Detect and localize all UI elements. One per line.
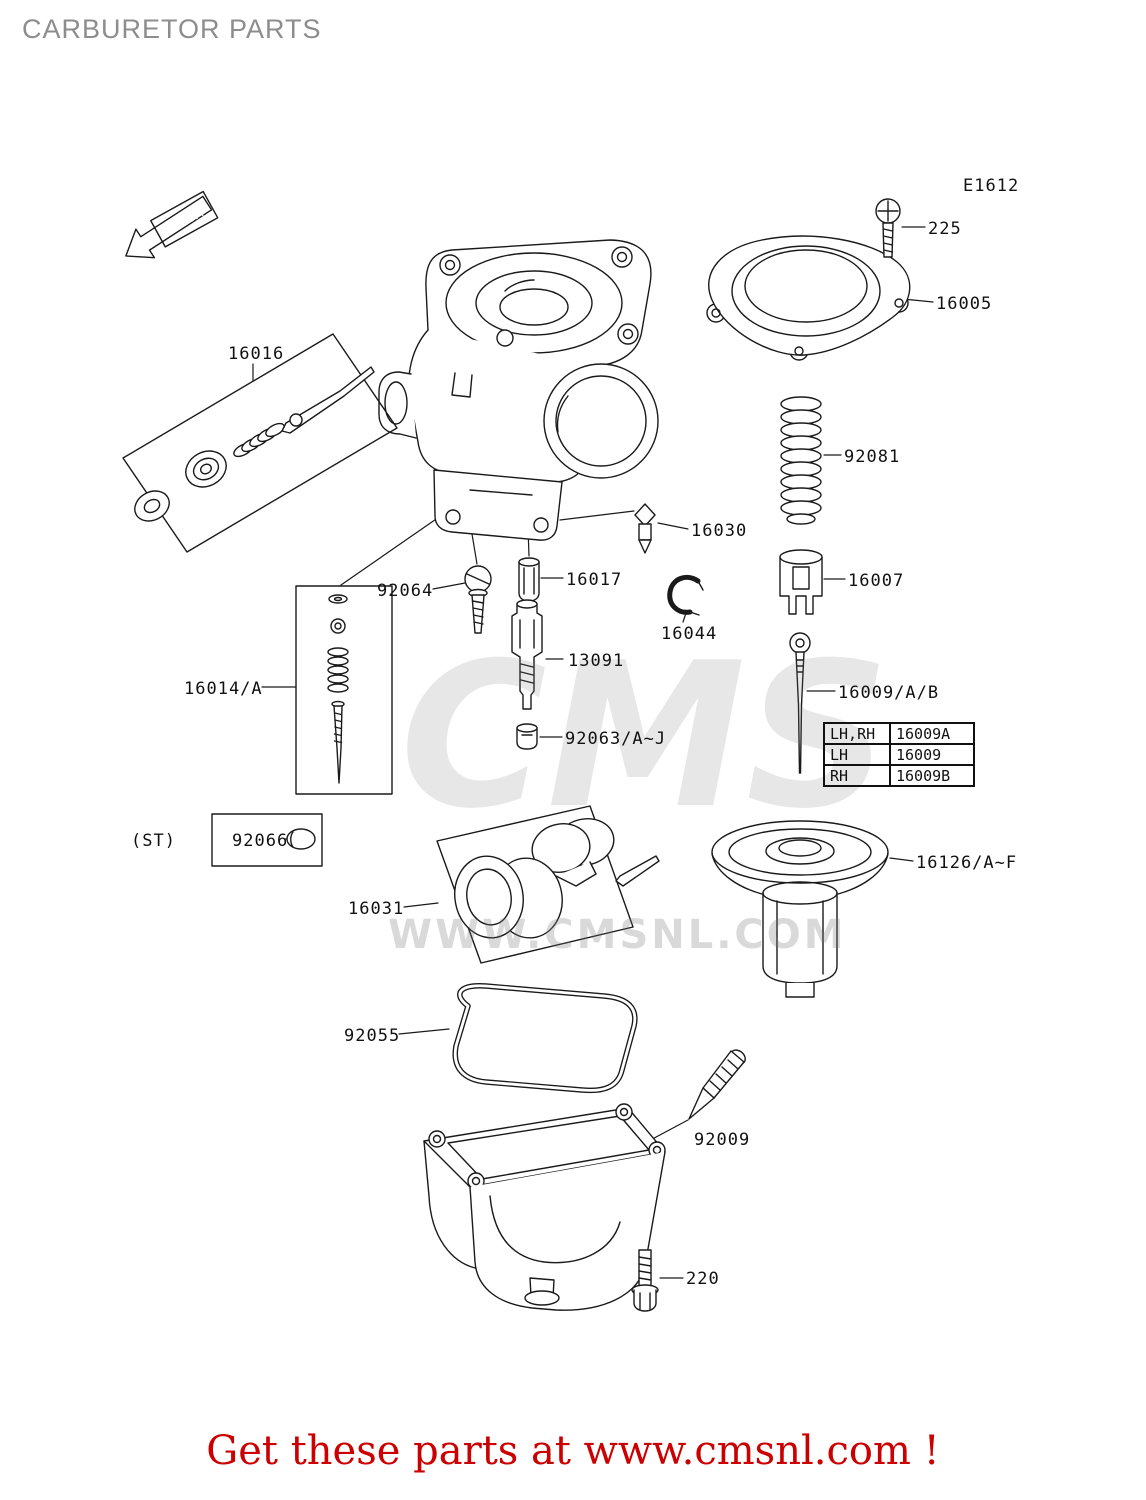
leader-lines xyxy=(252,226,934,1279)
float-valve-16030-drawing xyxy=(634,503,656,554)
part-label-16017: 16017 xyxy=(566,570,623,590)
diagram-code: E1612 xyxy=(963,176,1020,196)
table-row: LH,RH 16009A xyxy=(823,722,975,745)
pilot-screw-kit-16014-drawing xyxy=(295,585,393,795)
footer-cta-link[interactable]: Get these parts at www.cmsnl.com ! xyxy=(206,1428,940,1474)
bowl-screw-220-drawing xyxy=(631,1249,659,1312)
part-label-16005: 16005 xyxy=(936,294,993,314)
float-assembly-16031-drawing xyxy=(436,805,660,964)
part-label-16009: 16009/A/B xyxy=(838,683,940,703)
part-label-92064: 92064 xyxy=(377,581,434,601)
part-label-92009: 92009 xyxy=(694,1130,751,1150)
part-label-13091: 13091 xyxy=(568,651,625,671)
needle-set-16016-drawing xyxy=(122,333,398,553)
part-label-220: 220 xyxy=(686,1269,720,1289)
needle-jet-13091-drawing xyxy=(511,599,543,710)
part-label-92081: 92081 xyxy=(844,447,901,467)
part-label-92063: 92063/A~J xyxy=(565,729,667,749)
carburetor-body-drawing xyxy=(378,239,659,541)
float-bowl-drawing xyxy=(423,1103,666,1311)
plug-92066-drawing xyxy=(211,813,323,867)
cover-screw-225-drawing xyxy=(875,198,901,258)
top-cover-16005-drawing xyxy=(706,235,911,361)
diaphragm-16126-drawing xyxy=(711,820,889,998)
jet-needle-16009-drawing xyxy=(789,632,811,774)
part-label-16031: 16031 xyxy=(348,899,405,919)
screw-92064-drawing xyxy=(464,565,492,634)
spring-92081-drawing xyxy=(780,396,822,525)
table-row: LH 16009 xyxy=(823,743,975,766)
part-label-st: (ST) xyxy=(131,831,176,851)
front-direction-arrow: FRONT xyxy=(125,190,219,259)
part-label-92066: 92066 xyxy=(232,831,289,851)
page-title: CARBURETOR PARTS xyxy=(22,14,322,44)
jet-needle-variant-table: LH,RH 16009A LH 16009 RH 16009B xyxy=(823,722,975,787)
variant-part: 16009 xyxy=(889,743,975,766)
part-label-16014: 16014/A xyxy=(184,679,263,699)
part-label-16030: 16030 xyxy=(691,521,748,541)
needle-holder-16007-drawing xyxy=(779,549,823,615)
bowl-gasket-92055-drawing xyxy=(452,983,638,1094)
part-label-16016: 16016 xyxy=(228,344,285,364)
variant-fitment: LH,RH xyxy=(823,722,891,745)
part-label-16007: 16007 xyxy=(848,571,905,591)
jet-92063-drawing xyxy=(516,723,538,750)
variant-fitment: LH xyxy=(823,743,891,766)
front-label: FRONT xyxy=(161,201,209,239)
variant-part: 16009A xyxy=(889,722,975,745)
part-label-225: 225 xyxy=(928,219,962,239)
variant-fitment: RH xyxy=(823,764,891,787)
jet-16017-drawing xyxy=(518,557,540,602)
part-label-92055: 92055 xyxy=(344,1026,401,1046)
part-label-16126: 16126/A~F xyxy=(916,853,1018,873)
table-row: RH 16009B xyxy=(823,764,975,787)
variant-part: 16009B xyxy=(889,764,975,787)
drain-screw-92009-drawing xyxy=(688,1049,746,1120)
part-label-16044: 16044 xyxy=(661,624,718,644)
clip-16044-drawing xyxy=(667,575,704,616)
